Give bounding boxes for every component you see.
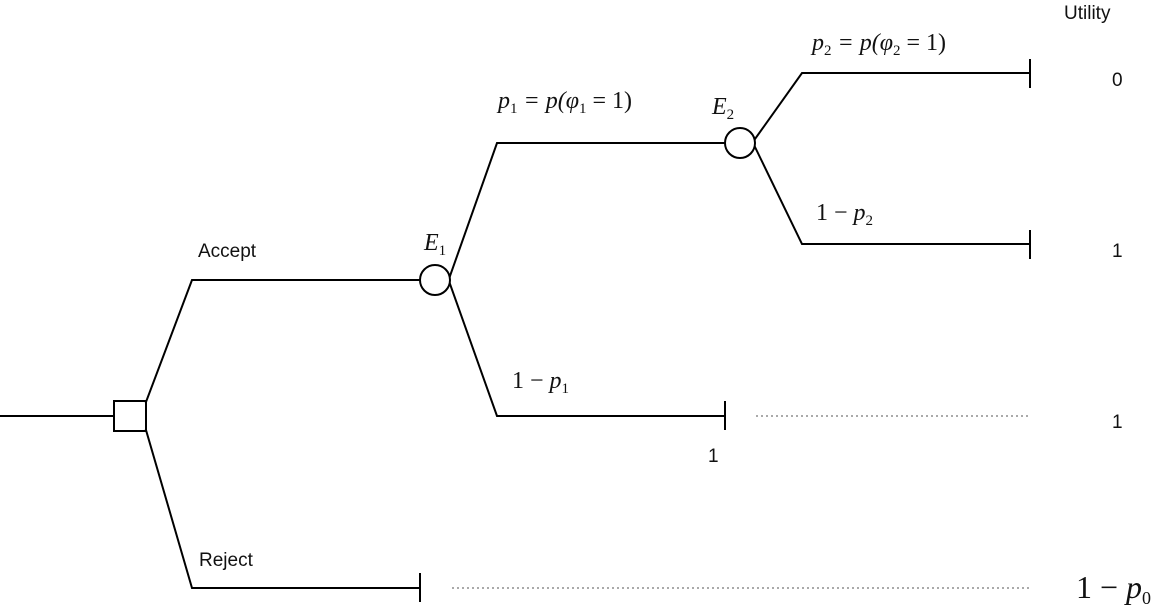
chance-node-e2: [724, 127, 756, 159]
accept-label: Accept: [198, 241, 257, 262]
e2-upper-branch-edge: [753, 72, 1031, 141]
e1-lower-terminal-label: 1: [708, 446, 719, 467]
utility-value-reject: 1 − p0: [1076, 569, 1151, 608]
e2-label-base: E: [711, 94, 727, 120]
chance-node-e2-label: E2: [711, 94, 734, 123]
e1-lower-probability: 1 − p1: [512, 368, 569, 397]
utility-value-e1-lower: 1: [1112, 412, 1123, 433]
utility-value-upper: 0: [1112, 70, 1123, 91]
utility-value-middle: 1: [1112, 241, 1123, 262]
e2-lower-probability: 1 − p2: [816, 200, 873, 229]
e2-lower-branch-edge: [753, 145, 1031, 245]
accept-branch-edge: [144, 279, 421, 404]
reject-label: Reject: [199, 550, 254, 571]
e2-label-sub: 2: [727, 107, 735, 123]
e1-upper-branch-edge: [448, 142, 726, 278]
chance-node-e1-label: E1: [423, 230, 446, 259]
utility-header: Utility: [1064, 3, 1111, 24]
chance-node-e1: [419, 264, 451, 296]
decision-node: [113, 400, 147, 432]
e1-label-sub: 1: [439, 243, 447, 259]
e2-upper-probability: p2 = p(φ2 = 1): [810, 30, 946, 59]
reject-branch-edge: [144, 428, 421, 589]
e1-label-base: E: [423, 230, 439, 256]
e1-lower-branch-edge: [448, 282, 726, 417]
e1-upper-probability: p1 = p(φ1 = 1): [496, 88, 632, 117]
